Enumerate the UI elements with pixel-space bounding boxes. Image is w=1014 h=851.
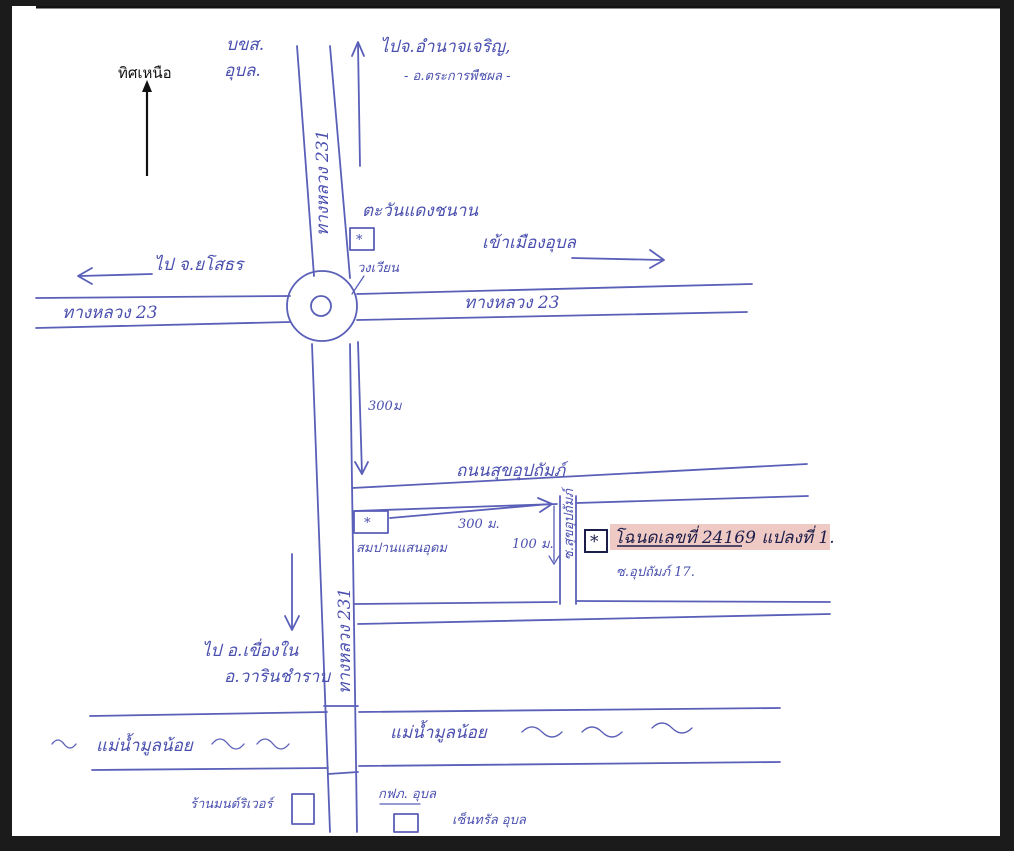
dimension-300-vertical (354, 341, 369, 475)
label-to-khueang: ไป อ.เขื่องใน (202, 638, 299, 661)
label-soi-vertical: ซ.สุขอุปถัมภ์ (561, 486, 577, 560)
north-arrow (142, 80, 152, 176)
label-roundabout: วงเวียน (357, 260, 400, 276)
label-highway-23-left: ทางหลวง 23 (62, 303, 158, 323)
shop-river-marker (291, 793, 315, 825)
label-shop-north: ตะวันแดงชนาน (362, 201, 478, 221)
north-label: ทิศเหนือ (118, 64, 172, 82)
arrow-to-yasothon (77, 267, 153, 285)
label-bank: กฟภ. อุบล (378, 787, 437, 802)
label-shop-river: ร้านมนต์ริเวอร์ (190, 796, 276, 812)
label-destination-sub: ซ.อุปถัมภ์ 17. (616, 564, 695, 580)
label-highway-23-right: ทางหลวง 23 (464, 293, 560, 313)
shop-south-star: * (364, 516, 371, 531)
destination-star: * (590, 532, 599, 552)
label-to-warin: อ.วารินชำราบ (224, 667, 331, 687)
shop-north-star: * (356, 233, 363, 248)
label-company-top-2: อุบล. (224, 61, 261, 81)
label-road-soi: ถนนสุขอุปถัมภ์ (456, 461, 569, 481)
river (51, 705, 781, 775)
soi-lane (548, 495, 577, 605)
arrow-to-amnat (351, 41, 365, 167)
label-dist-100: 100 ม. (512, 537, 554, 552)
label-river-right: แม่น้ำมูลน้อย (390, 719, 488, 743)
label-shop-south: สมปานแสนอุดม (356, 541, 448, 556)
label-dist-300-horizontal: 300 ม. (458, 517, 500, 532)
hand-drawn-map: ทิศเหนือ * (35, 6, 1000, 833)
shop-south-marker (353, 510, 389, 534)
soi-road (351, 463, 831, 625)
label-to-yasothon: ไป จ.ยโสธร (154, 254, 245, 275)
label-highway-231-bottom: ทางหลวง 231 (335, 588, 355, 694)
label-highway-231-top: ทางหลวง 231 (313, 130, 333, 236)
highway-23-road (35, 283, 753, 329)
roundabout (286, 270, 358, 342)
bank-marker (393, 813, 419, 833)
roundabout-pointer (351, 275, 365, 295)
label-company-top: บขส. (226, 35, 264, 55)
label-to-amnat: ไปจ.อำนาจเจริญ, (380, 36, 510, 57)
label-destination: โฉนดเลขที่ 24169 แปลงที่ 1. (614, 525, 835, 548)
dimension-300-horizontal (389, 497, 553, 519)
label-dist-300-vertical: 300ม (368, 399, 403, 414)
map-sheet: ทิศเหนือ * (12, 6, 1000, 836)
destination-marker (584, 529, 608, 553)
highway-231-road (296, 45, 358, 833)
arrow-to-khueang (284, 553, 300, 631)
shop-north-marker (349, 227, 375, 251)
label-mall: เซ็นทรัล อุบล (452, 811, 527, 828)
label-to-trakan: - อ.ตระการพืชผล - (404, 69, 511, 84)
arrow-to-city (571, 249, 665, 269)
label-to-city: เข้าเมืองอุบล (482, 233, 578, 253)
label-river-left: แม่น้ำมูลน้อย (96, 732, 194, 756)
